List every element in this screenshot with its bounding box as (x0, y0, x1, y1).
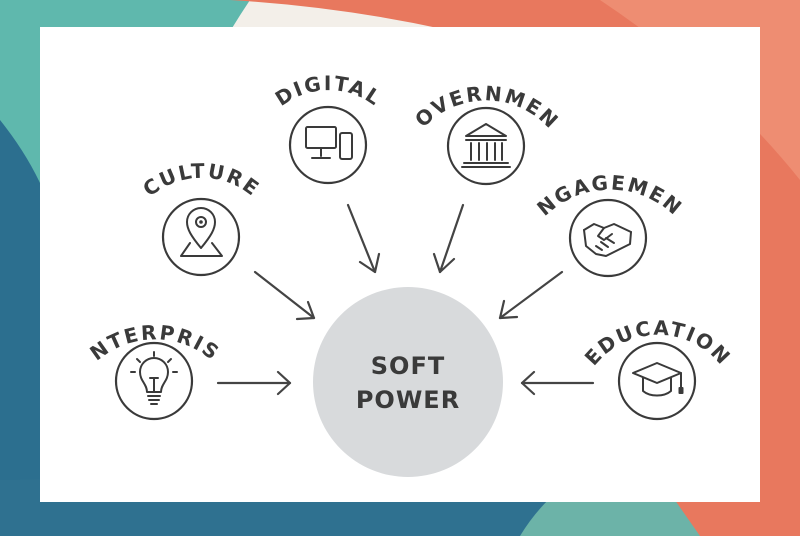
center-label-line2: POWER (356, 386, 460, 414)
building-icon (461, 123, 511, 168)
center-hub (313, 287, 503, 477)
map-pin-icon (180, 207, 223, 257)
arrow-digital (346, 203, 381, 274)
node-engagement (568, 198, 648, 278)
graduation-cap-icon (632, 362, 684, 397)
node-digital (288, 105, 368, 185)
arrow-culture (253, 270, 316, 321)
arrow-education (520, 370, 595, 396)
handshake-icon (583, 223, 632, 257)
node-culture (161, 197, 241, 277)
center-label-line1: SOFT (371, 352, 445, 380)
computer-icon (305, 126, 353, 160)
node-enterprise (114, 341, 194, 421)
arrow-enterprise (216, 370, 292, 396)
arrow-engagement (498, 270, 564, 320)
node-education (617, 341, 697, 421)
node-label-digital: DIGITAL (271, 71, 387, 111)
arrow-government (432, 203, 465, 274)
node-label-culture: CULTURE (138, 159, 265, 202)
lightbulb-icon (130, 351, 178, 405)
node-government (446, 106, 526, 186)
